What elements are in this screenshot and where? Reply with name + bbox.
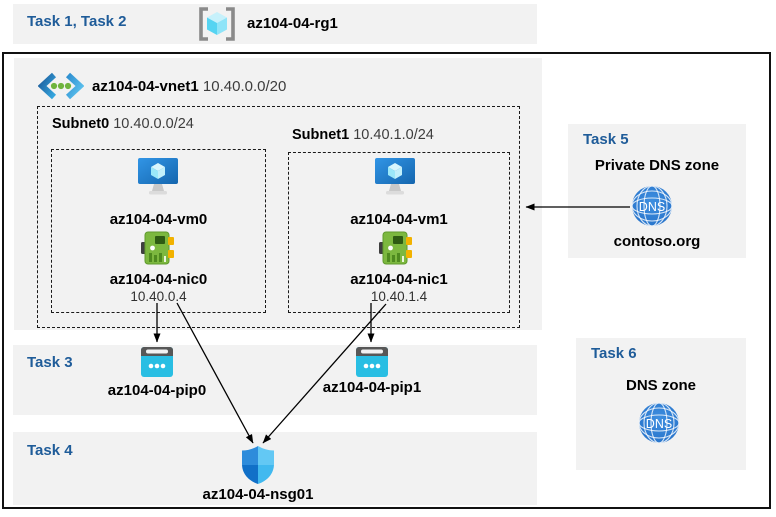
task5-label: Task 5	[583, 131, 629, 148]
subnet1-name: Subnet1	[292, 127, 350, 143]
dns-icon: DNS	[632, 186, 672, 226]
task4-label: Task 4	[27, 442, 73, 459]
task6-title: DNS zone	[625, 377, 696, 394]
task5-zone-name: contoso.org	[613, 233, 701, 250]
subnet1-cidr: 10.40.1.0/24	[353, 127, 434, 143]
task6-label: Task 6	[591, 345, 637, 362]
subnet1-title: Subnet1 10.40.1.0/24	[292, 127, 434, 144]
vnet-title: az104-04-vnet1 10.40.0.0/20	[92, 78, 287, 96]
public-ip-icon	[141, 347, 173, 377]
task1-2-label: Task 1, Task 2	[27, 13, 127, 30]
task3-label: Task 3	[27, 354, 73, 371]
nic0-ip: 10.40.0.4	[130, 289, 187, 304]
network-interface-icon	[379, 231, 412, 265]
resource-group-icon	[199, 7, 235, 41]
task5-title: Private DNS zone	[594, 157, 720, 174]
subnet1-box	[288, 152, 510, 313]
diagram-frame	[2, 52, 771, 509]
task3-band	[13, 345, 537, 415]
nic1-ip: 10.40.1.4	[370, 289, 428, 304]
task4-band	[13, 432, 537, 505]
subnet0-cidr: 10.40.0.0/24	[113, 116, 194, 132]
resource-group-name: az104-04-rg1	[247, 15, 338, 32]
subnet0-name: Subnet0	[52, 116, 110, 132]
virtual-network-icon	[38, 72, 84, 100]
vm1-name: az104-04-vm1	[350, 211, 448, 228]
subnet0-box	[51, 149, 266, 313]
subnet0-title: Subnet0 10.40.0.0/24	[52, 116, 194, 133]
svg-text:DNS: DNS	[639, 200, 665, 214]
virtual-machine-icon	[138, 158, 178, 195]
nic0-name: az104-04-nic0	[109, 271, 208, 288]
pip1-name: az104-04-pip1	[322, 379, 422, 396]
pip0-name: az104-04-pip0	[107, 382, 207, 399]
vnet-cidr: 10.40.0.0/20	[202, 78, 287, 95]
task1-2-band	[13, 4, 537, 44]
nsg-shield-icon	[242, 446, 274, 484]
network-interface-icon	[141, 231, 174, 265]
vnet-box	[14, 58, 542, 330]
vm0-name: az104-04-vm0	[109, 211, 208, 228]
nsg-name: az104-04-nsg01	[202, 486, 314, 503]
public-ip-icon	[356, 347, 388, 377]
dns-icon: DNS	[639, 403, 679, 443]
vnet-name: az104-04-vnet1	[92, 78, 199, 95]
svg-text:DNS: DNS	[646, 417, 672, 431]
virtual-machine-icon	[375, 158, 415, 195]
nic1-name: az104-04-nic1	[350, 271, 448, 288]
